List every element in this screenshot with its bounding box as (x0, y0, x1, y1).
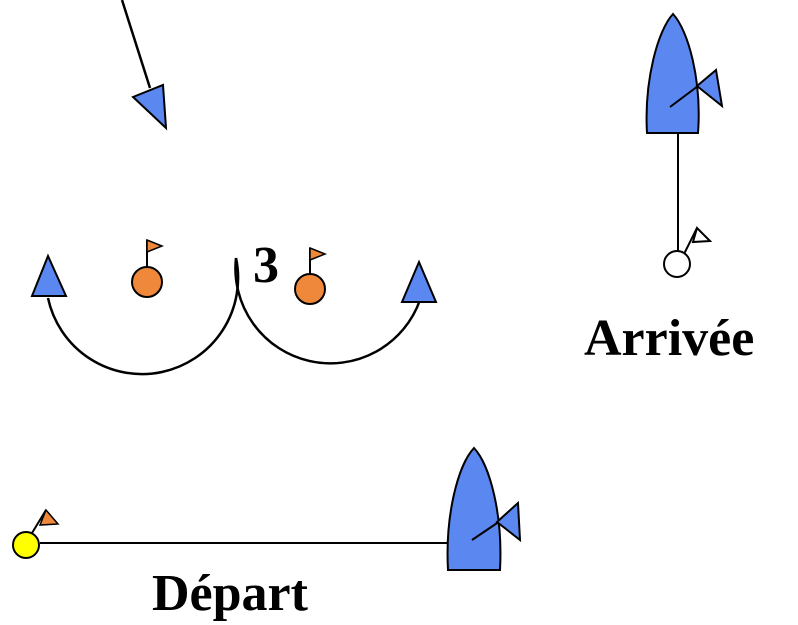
flag-icon (309, 246, 328, 262)
finish-boat (645, 12, 724, 134)
right-arrow-head (400, 259, 438, 303)
finish-label: Arrivée (584, 310, 755, 367)
finish-buoy (663, 226, 713, 278)
left-arrow-head (30, 253, 68, 297)
course-arrow-line (120, 0, 152, 89)
start-buoy (12, 508, 60, 559)
flag-icon (691, 226, 713, 244)
gate-right-buoy (294, 246, 328, 305)
course-arrow-head (131, 83, 168, 131)
start-label: Départ (152, 565, 308, 622)
gate-left-buoy (131, 238, 165, 298)
start-boat (446, 446, 522, 571)
left-rounding-arc (46, 257, 240, 376)
gate-number-label: 3 (253, 237, 279, 294)
flag-icon (146, 238, 165, 254)
right-rounding-arc (234, 257, 422, 365)
flag-icon (38, 508, 60, 526)
